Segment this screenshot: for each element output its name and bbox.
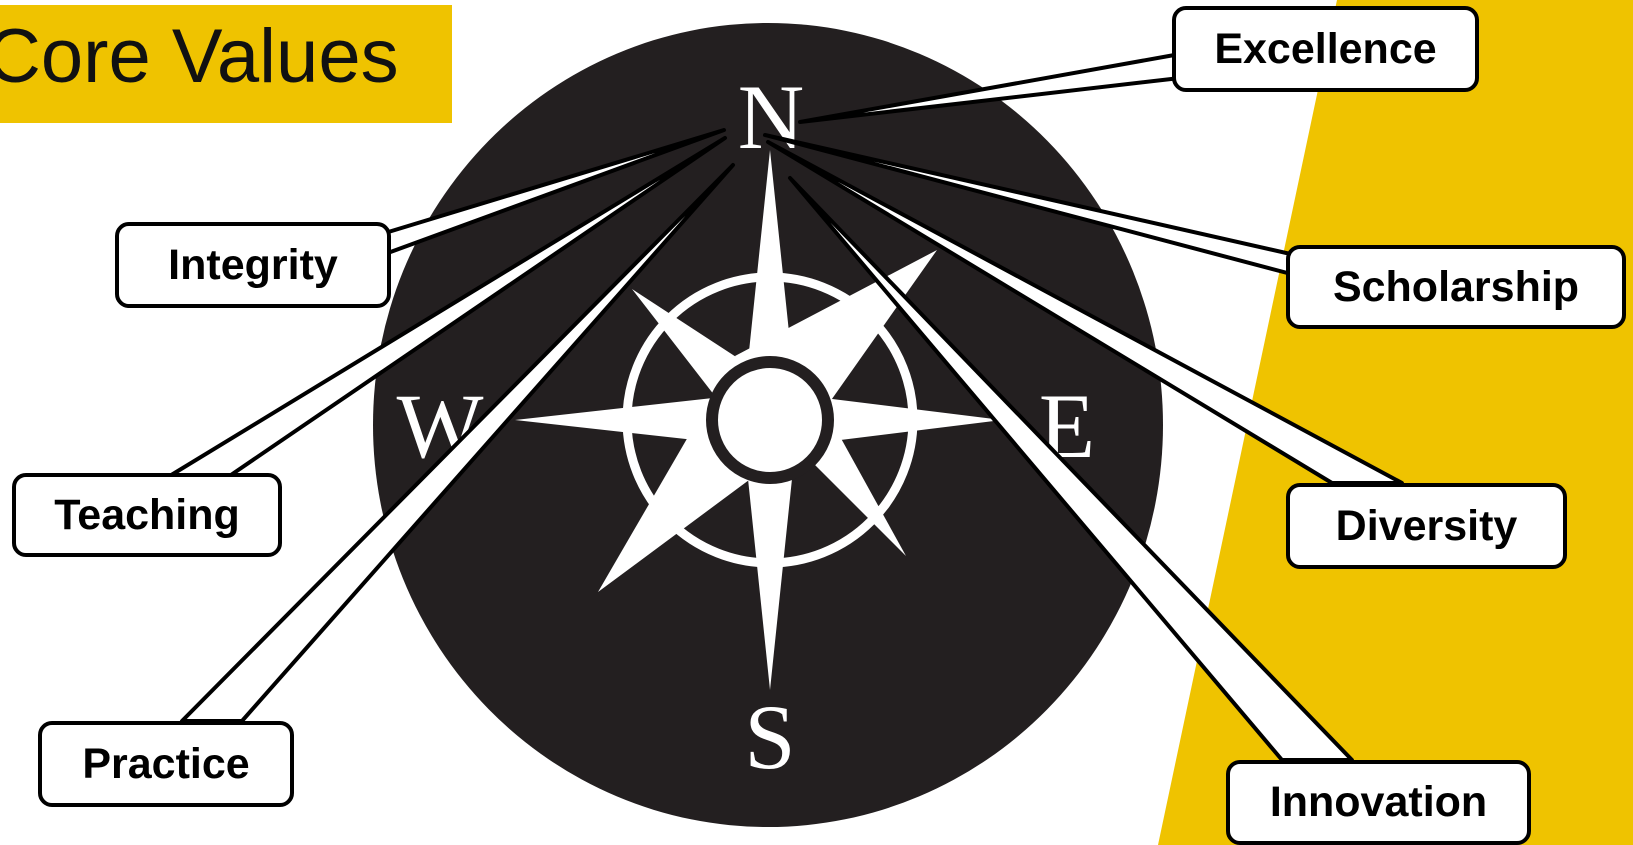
value-callout-excellence: Excellence [1172,6,1479,92]
compass-hub [712,362,828,478]
value-callout-innovation: Innovation [1226,760,1531,845]
value-callout-scholarship: Scholarship [1286,245,1626,329]
compass-south-letter: S [744,686,795,788]
value-callout-diversity: Diversity [1286,483,1567,569]
value-callout-teaching: Teaching [12,473,282,557]
value-callout-practice: Practice [38,721,294,807]
value-callout-integrity: Integrity [115,222,391,308]
page-title: Core Values [0,19,399,95]
title-banner: Core Values [0,5,452,123]
compass-north-letter: N [738,66,804,168]
